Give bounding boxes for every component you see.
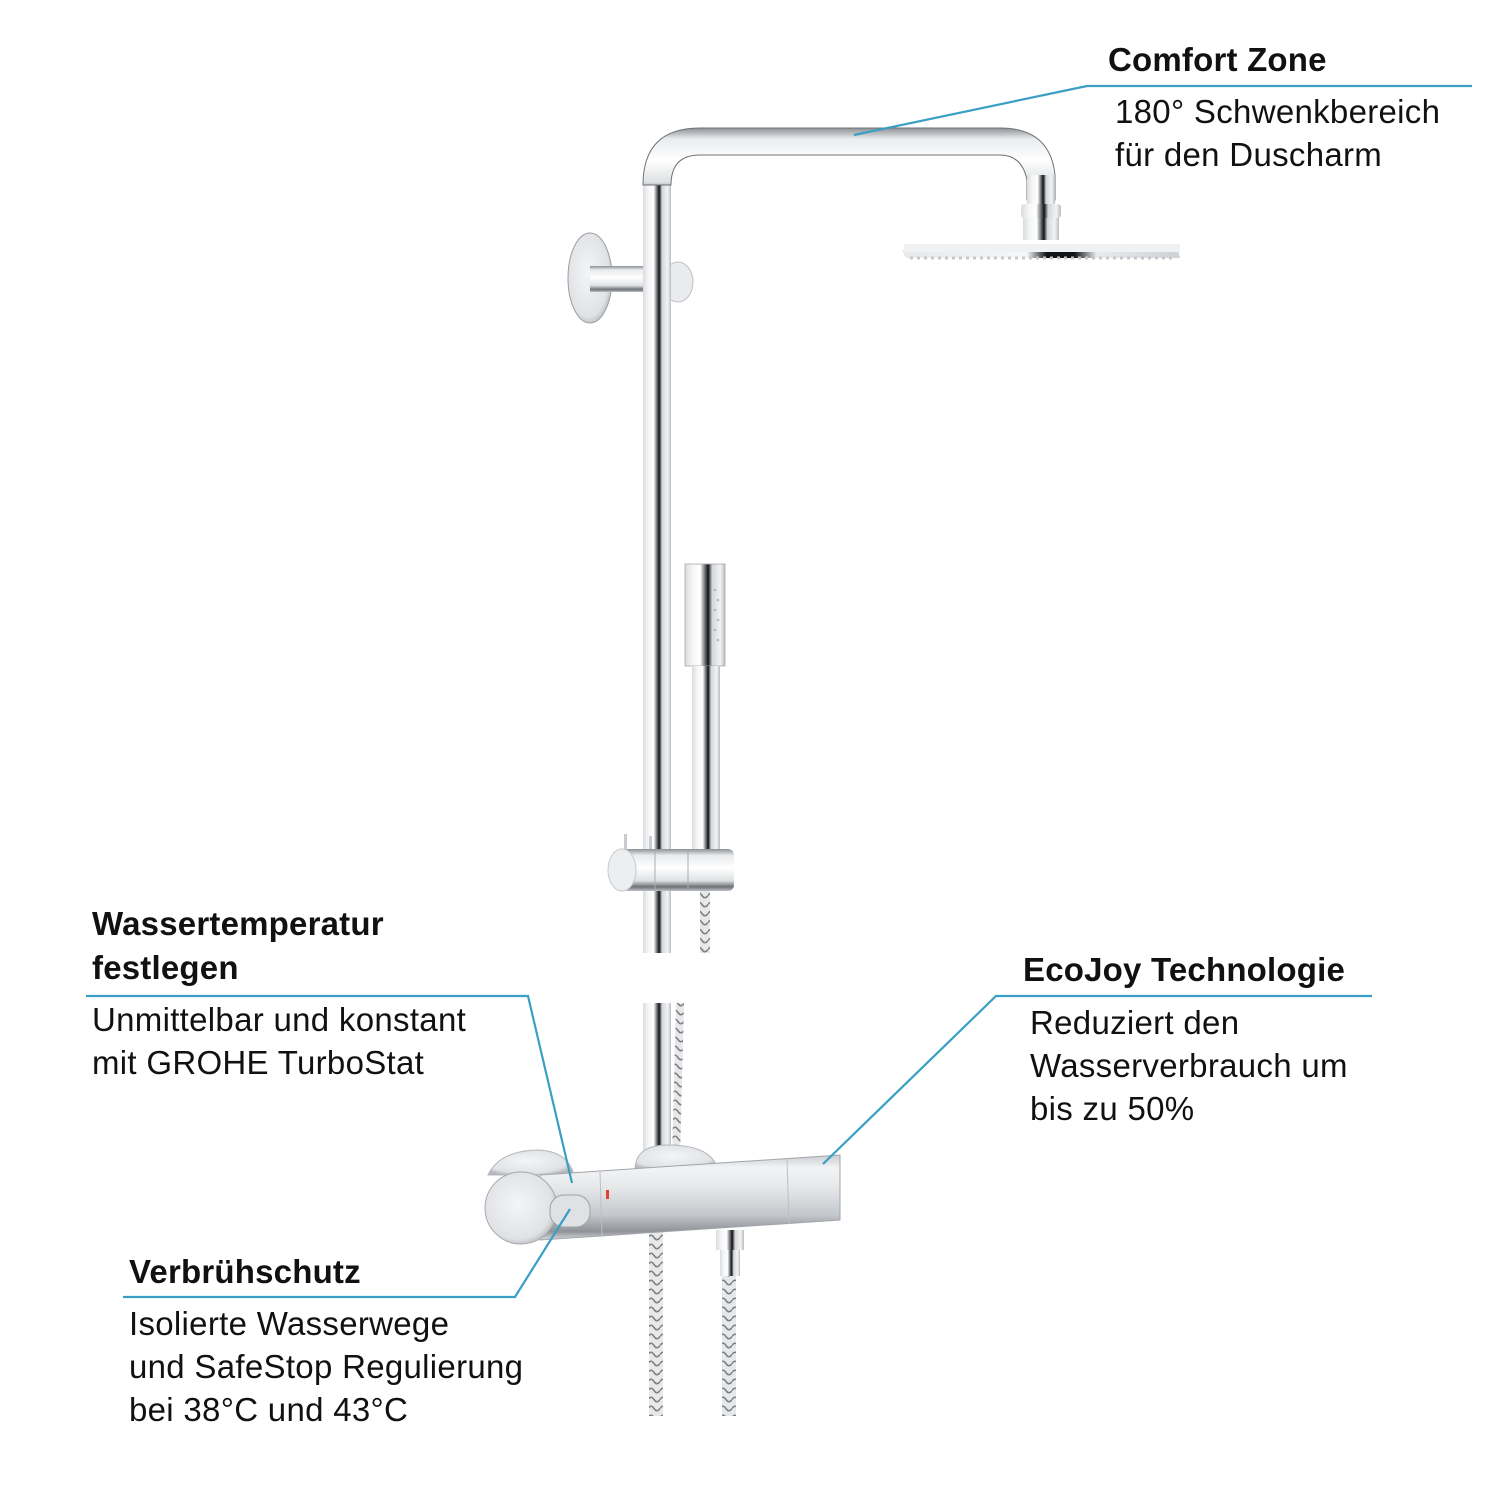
description-line: Reduziert den [1030,1004,1240,1041]
description-line: mit GROHE TurboStat [92,1044,425,1081]
callout-title: Wassertemperatur festlegen [92,902,466,990]
callout-description: Isolierte Wasserwege und SafeStop Reguli… [129,1302,523,1431]
callout-description: Unmittelbar und konstant mit GROHE Turbo… [92,998,466,1084]
title-line: Wassertemperatur [92,905,384,942]
hand-shower-holder [607,834,734,892]
callout-description: Reduziert den Wasserverbrauch um bis zu … [1030,1001,1348,1130]
callout-comfort-zone: Comfort Zone 180° Schwenkbereich für den… [1108,38,1440,176]
description-line: bei 38°C und 43°C [129,1391,409,1428]
hot-indicator [606,1190,609,1199]
head-shower [902,244,1180,260]
callout-water-temperature: Wassertemperatur festlegen Unmittelbar u… [92,902,466,1084]
callout-title: Verbrühschutz [129,1253,361,1290]
description-line: und SafeStop Regulierung [129,1348,524,1385]
shower-arm [642,127,1061,240]
leader-water-temperature [86,994,574,1184]
wall-bracket-lower [487,1144,719,1176]
description-line: Isolierte Wasserwege [129,1305,450,1342]
wall-bracket-upper [567,232,694,324]
callout-title: Comfort Zone [1108,41,1327,78]
description-line: 180° Schwenkbereich [1115,93,1441,130]
callout-title: EcoJoy Technologie [1023,951,1346,988]
riser-rail [643,175,671,1159]
description-line: für den Duscharm [1115,136,1383,173]
shower-hose [649,891,744,1416]
callout-leader-lines [86,84,1472,1299]
leader-ecojoy [822,994,1372,1165]
description-line: Unmittelbar und konstant [92,1001,467,1038]
title-line: festlegen [92,949,239,986]
callout-ecojoy: EcoJoy Technologie Reduziert den Wasserv… [1023,948,1348,1130]
description-line: Wasserverbrauch um [1030,1047,1348,1084]
callout-description: 180° Schwenkbereich für den Duscharm [1115,90,1440,176]
callout-scald-protection: Verbrühschutz Isolierte Wasserwege und S… [129,1250,523,1431]
leader-comfort-zone [853,84,1472,137]
description-line: bis zu 50% [1030,1090,1195,1127]
hand-shower [684,563,726,852]
leader-scald-protection [123,1208,571,1299]
